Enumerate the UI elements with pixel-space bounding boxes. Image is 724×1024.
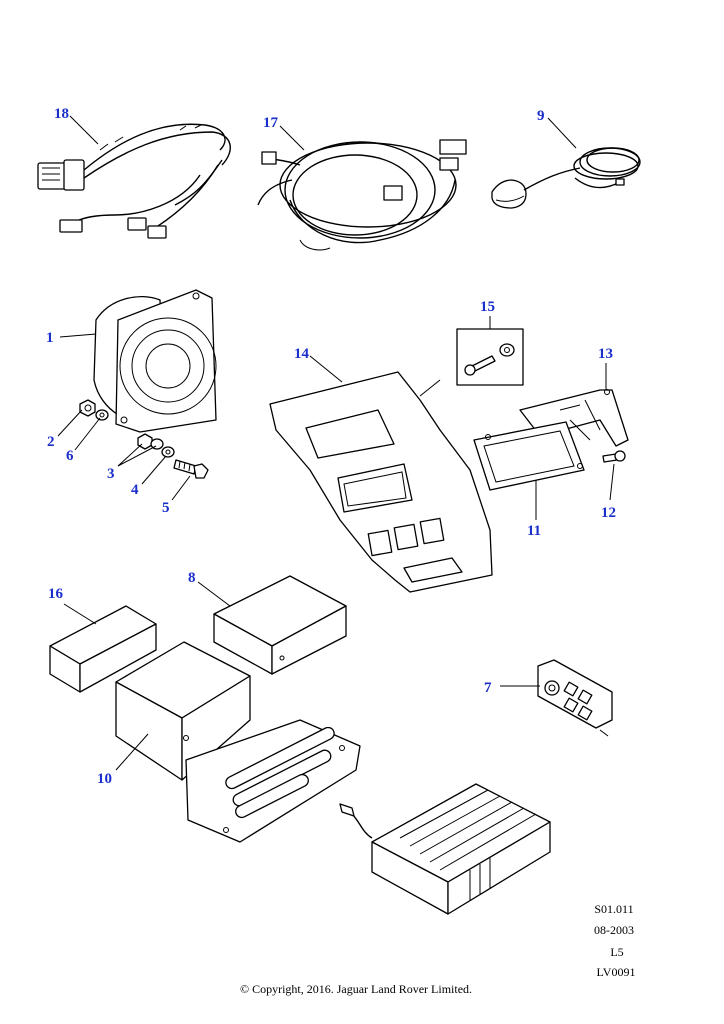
callout-5: 5	[162, 500, 170, 516]
part-1-speaker	[93, 289, 217, 433]
callout-14: 14	[294, 346, 310, 362]
ref-code: S01.011	[594, 902, 634, 916]
callout-7: 7	[484, 680, 492, 696]
part-16-tray	[49, 605, 157, 693]
part-11-display	[473, 421, 585, 491]
part-18-harness	[37, 123, 231, 239]
part-12-screw	[602, 450, 626, 463]
part-8-module	[213, 575, 347, 675]
callout-13: 13	[598, 346, 613, 362]
callout-12: 12	[601, 505, 616, 521]
callout-2: 2	[47, 434, 55, 450]
part-3-nut-washer	[137, 433, 164, 450]
part-15-screw-box	[456, 328, 524, 386]
callout-1: 1	[46, 330, 54, 346]
callout-8: 8	[188, 570, 196, 586]
leader-lines	[57, 115, 615, 771]
copyright-notice: © Copyright, 2016. Jaguar Land Rover Lim…	[239, 982, 473, 996]
cd-changer	[339, 783, 551, 915]
level-code: L5	[610, 945, 624, 959]
part-7-switch-pack	[537, 659, 613, 737]
callout-4: 4	[131, 482, 139, 498]
callout-labels: 18 17 9 1 2 6 3 4 5 14 15 13 11 12 16 8 …	[46, 106, 616, 787]
part-2-nut	[79, 399, 96, 417]
callout-6: 6	[66, 448, 74, 464]
illustration-id: LV0091	[596, 965, 636, 979]
part-17-harness-loop	[257, 139, 467, 251]
callout-3: 3	[107, 466, 115, 482]
part-5-bolt	[173, 459, 209, 479]
part-6-washer	[95, 409, 109, 421]
callout-11: 11	[527, 523, 541, 539]
callout-16: 16	[48, 586, 64, 602]
part-9-antenna	[491, 147, 641, 209]
callout-15: 15	[480, 299, 495, 315]
callout-9: 9	[537, 108, 545, 124]
part-4-washer	[161, 446, 175, 458]
callout-10: 10	[97, 771, 112, 787]
date-code: 08-2003	[594, 923, 634, 937]
callout-17: 17	[263, 115, 279, 131]
part-10-bracket	[115, 641, 361, 843]
callout-18: 18	[54, 106, 69, 122]
part-14-console	[269, 371, 493, 593]
